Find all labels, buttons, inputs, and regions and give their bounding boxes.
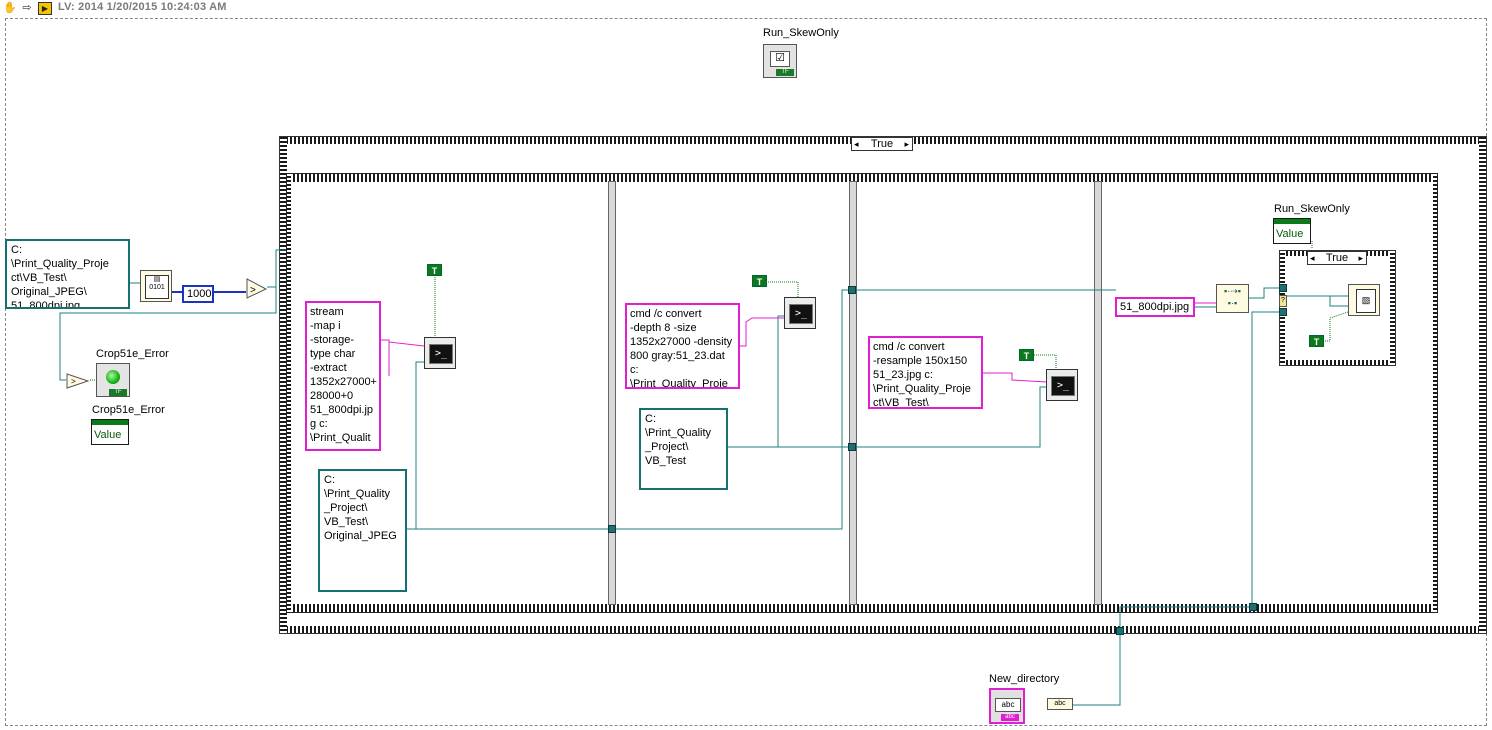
path-to-string-function-icon[interactable]: abc — [1047, 698, 1073, 710]
build-path-function-icon[interactable]: ▪·⇢▪▪·▪ — [1216, 284, 1249, 313]
inner-case-structure[interactable] — [1279, 250, 1396, 366]
frame2-true-constant[interactable]: T — [752, 275, 767, 287]
arrow-icon[interactable]: ⇨ — [22, 2, 32, 14]
tunnel[interactable] — [608, 525, 616, 533]
write-image-file-icon[interactable]: ▧ — [1348, 284, 1380, 316]
inner-case-selector-value: True — [1325, 252, 1349, 264]
tunnel[interactable] — [848, 443, 856, 451]
svg-text:>: > — [71, 377, 76, 386]
frame1-system-exec-icon[interactable]: >_ — [424, 337, 456, 369]
not-function-icon[interactable]: > — [66, 373, 90, 389]
frame3-true-constant[interactable]: T — [1019, 349, 1034, 361]
sequence-frame-divider-1 — [608, 181, 616, 605]
frame2-command-string[interactable]: cmd /c convert -depth 8 -size 1352x27000… — [625, 303, 740, 389]
sequence-film-right — [1433, 174, 1437, 612]
document-icon: ▧ — [1356, 289, 1376, 313]
selector-left-arrow-icon[interactable]: ◂ — [854, 139, 859, 149]
hand-icon[interactable]: ✋ — [3, 2, 17, 14]
outer-case-selector-value: True — [870, 138, 894, 150]
frame1-command-string[interactable]: stream -map i -storage- type char -extra… — [305, 301, 381, 451]
crop-error-value-label: Value — [94, 429, 122, 441]
inner-selector-right-arrow-icon[interactable]: ▸ — [1358, 253, 1363, 263]
sequence-film-top — [287, 174, 1437, 182]
tunnel[interactable] — [1116, 627, 1124, 635]
boolean-terminal-icon: TF — [776, 69, 794, 76]
case-selector-terminal-icon[interactable]: ? — [1279, 295, 1287, 307]
inner-selector-left-arrow-icon[interactable]: ◂ — [1310, 253, 1315, 263]
run-skewonly-value-property-node[interactable]: Value — [1273, 218, 1311, 244]
window-title: LV: 2014 1/20/2015 10:24:03 AM — [58, 1, 227, 13]
property-node-header — [1274, 219, 1310, 224]
strip-path-function-icon[interactable]: ▤0101 — [140, 270, 172, 302]
crop-error-property-label: Crop51e_Error — [92, 404, 165, 416]
string-terminal-icon: abc — [1001, 714, 1019, 721]
run-skewonly-value-label: Value — [1276, 228, 1304, 240]
sequence-film-left — [287, 174, 291, 612]
outer-case-selector[interactable]: ◂ True ▸ — [851, 137, 913, 151]
frame1-working-dir-path[interactable]: C: \Print_Quality _Project\ VB_Test\ Ori… — [318, 469, 407, 592]
selector-right-arrow-icon[interactable]: ▸ — [904, 139, 909, 149]
frame4-filename-string[interactable]: 51_800dpi.jpg — [1115, 297, 1195, 317]
terminal-icon: >_ — [1051, 376, 1075, 396]
greater-than-function-icon[interactable]: > — [246, 278, 268, 300]
terminal-icon: >_ — [789, 304, 813, 324]
led-icon — [106, 370, 120, 384]
frame2-working-dir-path[interactable]: C: \Print_Quality _Project\ VB_Test — [639, 408, 728, 490]
new-directory-label: New_directory — [989, 673, 1060, 685]
inner-case-selector[interactable]: ◂ True ▸ — [1307, 251, 1367, 265]
crop-error-led-indicator[interactable]: TF — [96, 363, 130, 397]
sequence-film-bottom — [287, 604, 1437, 612]
title-bar: ✋ ⇨ ▶ LV: 2014 1/20/2015 10:24:03 AM — [0, 0, 1492, 16]
inner-true-constant[interactable]: T — [1309, 335, 1324, 347]
path-to-string-glyph: abc — [1054, 700, 1066, 707]
svg-text:>: > — [250, 285, 256, 296]
flat-sequence-structure[interactable] — [286, 173, 1438, 613]
crop-error-indicator-label: Crop51e_Error — [96, 348, 169, 360]
run-skewonly-control[interactable]: ☑ TF — [763, 44, 797, 78]
tunnel[interactable] — [1249, 603, 1257, 611]
boolean-terminal-icon: TF — [109, 389, 127, 396]
run-skewonly-label: Run_SkewOnly — [763, 27, 839, 39]
frame3-command-string[interactable]: cmd /c convert -resample 150x150 51_23.j… — [868, 336, 983, 409]
property-node-header — [92, 420, 128, 425]
inner-case-border-bottom — [1280, 360, 1395, 365]
inner-case-border-right — [1390, 251, 1395, 365]
sequence-frame-divider-2 — [849, 181, 857, 605]
tunnel[interactable] — [848, 286, 856, 294]
case-border-bottom — [280, 626, 1486, 633]
tunnel[interactable] — [1279, 284, 1287, 292]
abc-display: abc — [995, 698, 1021, 712]
file-icon: ▤0101 — [145, 275, 169, 299]
sequence-frame-divider-3 — [1094, 181, 1102, 605]
run-skewonly-inner-label: Run_SkewOnly — [1274, 203, 1350, 215]
case-border-left — [280, 137, 287, 633]
crop-error-value-property-node[interactable]: Value — [91, 419, 129, 445]
new-directory-indicator[interactable]: abc abc — [989, 688, 1025, 724]
build-path-glyph-icon: ▪·⇢▪▪·▪ — [1224, 286, 1241, 308]
frame2-system-exec-icon[interactable]: >_ — [784, 297, 816, 329]
frame1-true-constant[interactable]: T — [427, 264, 442, 276]
case-border-right — [1479, 137, 1486, 633]
numeric-constant-1000[interactable]: 1000 — [182, 285, 214, 303]
tunnel[interactable] — [1279, 308, 1287, 316]
labview-run-icon[interactable]: ▶ — [38, 2, 52, 15]
checkbox-icon: ☑ — [770, 51, 790, 67]
terminal-icon: >_ — [429, 344, 453, 364]
source-path-constant[interactable]: C: \Print_Quality_Proje ct\VB_Test\ Orig… — [5, 239, 130, 309]
frame3-system-exec-icon[interactable]: >_ — [1046, 369, 1078, 401]
